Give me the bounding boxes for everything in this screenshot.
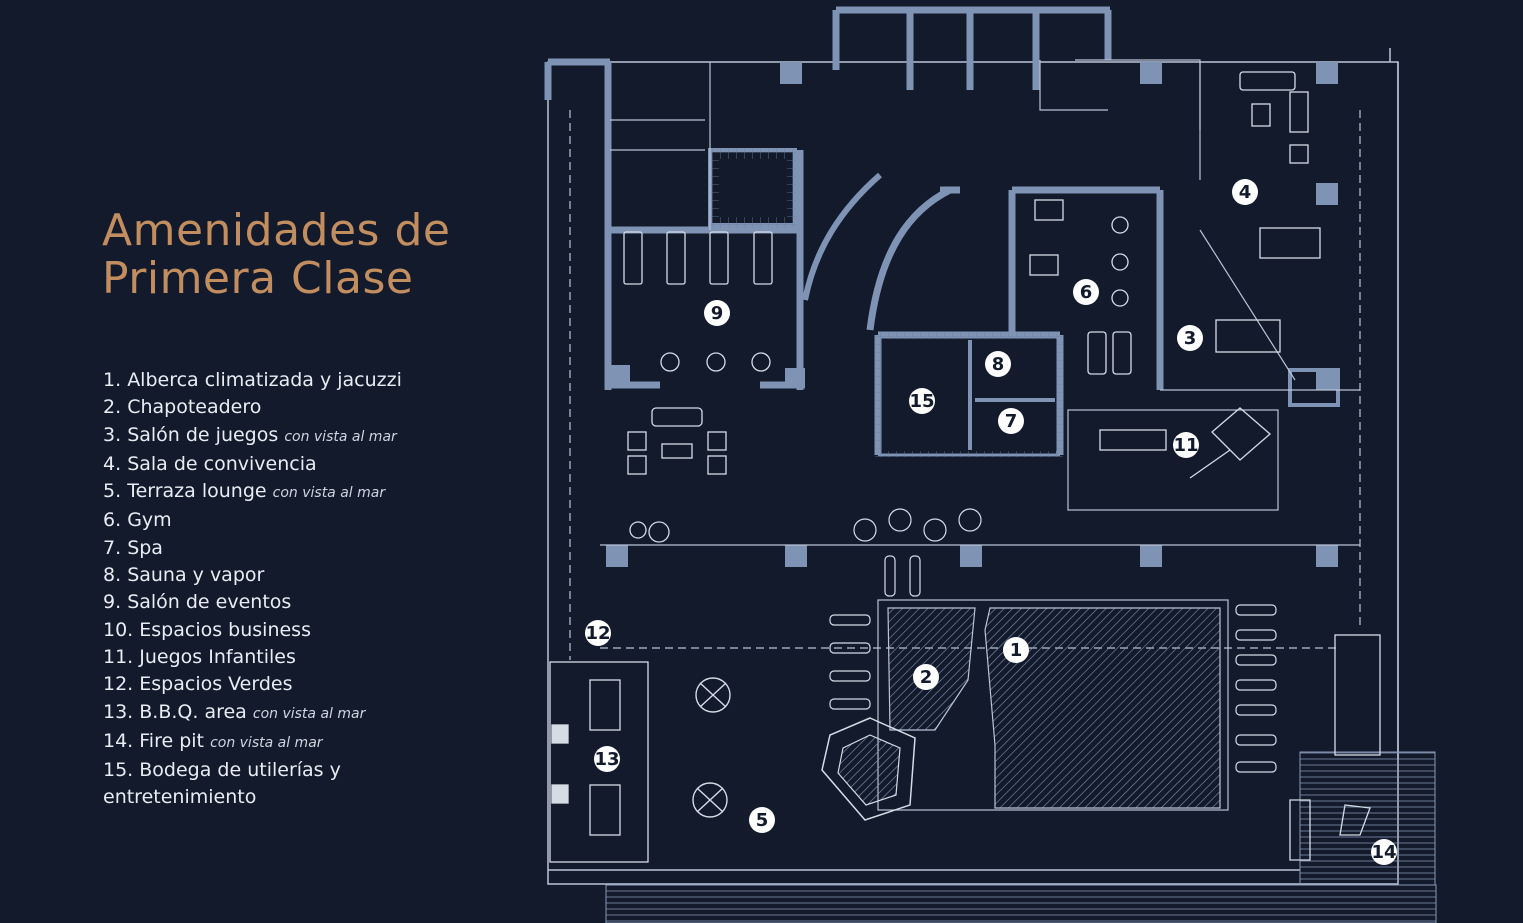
legend-note: con vista al mar	[284, 428, 397, 445]
svg-text:11: 11	[1173, 435, 1198, 456]
marker-1[interactable]: 1	[1003, 637, 1029, 663]
legend-label: B.B.Q. area	[139, 700, 247, 723]
kids-play-equipment	[1099, 407, 1271, 479]
svg-text:12: 12	[585, 623, 610, 644]
amenities-legend: 1. Alberca climatizada y jacuzzi 2. Chap…	[103, 367, 433, 812]
amenity-markers: 1 2 3 4 5 6 7 8 9 11 12 13 14 15	[585, 179, 1397, 865]
legend-label: Bodega de utilerías y entretenimiento	[103, 759, 341, 809]
lounge-seating	[692, 677, 731, 818]
svg-text:8: 8	[992, 354, 1005, 375]
legend-item: 6. Gym	[103, 507, 433, 534]
legend-item: 4. Sala de convivencia	[103, 451, 433, 478]
svg-text:2: 2	[920, 667, 933, 688]
legend-number: 1.	[103, 369, 122, 391]
legend-item: 7. Spa	[103, 535, 433, 562]
svg-text:3: 3	[1184, 328, 1197, 349]
legend-label: Alberca climatizada y jacuzzi	[127, 369, 402, 391]
legend-item: 12. Espacios Verdes	[103, 671, 433, 698]
legend-number: 6.	[103, 509, 122, 532]
interior-walls	[544, 6, 1340, 457]
building-outline	[547, 48, 1399, 885]
marker-5[interactable]: 5	[749, 807, 775, 833]
legend-number: 12.	[103, 673, 134, 696]
legend-item: 11. Juegos Infantiles	[103, 644, 433, 671]
legend-label: Juegos Infantiles	[139, 645, 296, 668]
svg-text:7: 7	[1005, 411, 1018, 432]
legend-label: Chapoteadero	[127, 396, 262, 419]
legend-number: 3.	[103, 423, 122, 446]
svg-text:15: 15	[909, 391, 934, 412]
marker-11[interactable]: 11	[1173, 432, 1199, 458]
legend-item: 14. Fire pit con vista al mar	[103, 728, 433, 757]
structural-columns	[606, 62, 1338, 567]
legend-number: 5.	[103, 480, 122, 503]
fire-pit-area	[1289, 634, 1381, 861]
legend-item: 9. Salón de eventos	[103, 589, 433, 616]
svg-text:1: 1	[1010, 640, 1023, 661]
sun-loungers	[829, 508, 1277, 773]
marker-13[interactable]: 13	[594, 746, 620, 772]
legend-label: Sala de convivencia	[127, 452, 317, 475]
marker-12[interactable]: 12	[585, 620, 611, 646]
legend-label: Sauna y vapor	[127, 564, 265, 587]
bbq-area	[549, 661, 649, 863]
legend-item: 2. Chapoteadero	[103, 394, 433, 421]
room-lines	[600, 59, 1360, 546]
legend-number: 10.	[103, 618, 134, 641]
legend-number: 9.	[103, 591, 122, 614]
marker-3[interactable]: 3	[1177, 325, 1203, 351]
legend-note: con vista al mar	[252, 705, 366, 722]
legend-label: Espacios business	[139, 618, 311, 641]
legend-number: 11.	[103, 645, 134, 668]
legend-label: Fire pit	[139, 729, 205, 752]
marker-15[interactable]: 15	[909, 388, 935, 414]
event-tables	[623, 231, 773, 543]
legend-number: 2.	[103, 396, 122, 419]
legend-item: 13. B.B.Q. area con vista al mar	[103, 699, 433, 728]
marker-6[interactable]: 6	[1073, 279, 1099, 305]
legend-label: Terraza lounge	[127, 480, 267, 503]
svg-text:14: 14	[1371, 842, 1396, 863]
deck-area	[605, 751, 1437, 923]
legend-number: 8.	[103, 564, 122, 587]
legend-item: 1. Alberca climatizada y jacuzzi	[103, 367, 433, 394]
legend-number: 15.	[103, 759, 134, 782]
svg-text:4: 4	[1239, 182, 1252, 203]
lounge-furniture	[1215, 71, 1321, 353]
legend-number: 13.	[103, 700, 134, 723]
legend-number: 4.	[103, 452, 122, 475]
legend-note: con vista al mar	[210, 734, 323, 751]
marker-7[interactable]: 7	[998, 408, 1024, 434]
page-title: Amenidades de Primera Clase	[102, 207, 450, 303]
marker-4[interactable]: 4	[1232, 179, 1258, 205]
marker-14[interactable]: 14	[1371, 839, 1397, 865]
marker-8[interactable]: 8	[985, 351, 1011, 377]
legend-label: Salón de eventos	[127, 591, 292, 614]
marker-9[interactable]: 9	[704, 300, 730, 326]
hatched-walls	[709, 149, 1063, 457]
title-line-1: Amenidades de	[102, 205, 451, 256]
legend-label: Spa	[127, 536, 163, 559]
legend-label: Salón de juegos	[127, 423, 279, 446]
legend-number: 14.	[103, 729, 134, 752]
legend-item: 8. Sauna y vapor	[103, 562, 433, 589]
legend-item: 3. Salón de juegos con vista al mar	[103, 422, 433, 451]
legend-item: 15. Bodega de utilerías y entretenimient…	[103, 757, 433, 812]
title-line-2: Primera Clase	[102, 253, 414, 304]
pool-area	[821, 599, 1229, 821]
svg-text:5: 5	[756, 810, 769, 831]
legend-number: 7.	[103, 536, 122, 559]
svg-text:9: 9	[711, 303, 724, 324]
legend-item: 5. Terraza lounge con vista al mar	[103, 478, 433, 507]
svg-text:6: 6	[1080, 282, 1093, 303]
gym-equipment	[1029, 199, 1132, 375]
marker-2[interactable]: 2	[913, 664, 939, 690]
legend-note: con vista al mar	[272, 485, 386, 502]
svg-text:13: 13	[594, 749, 619, 770]
legend-item: 10. Espacios business	[103, 617, 433, 644]
legend-label: Gym	[127, 509, 172, 532]
legend-label: Espacios Verdes	[139, 673, 293, 696]
